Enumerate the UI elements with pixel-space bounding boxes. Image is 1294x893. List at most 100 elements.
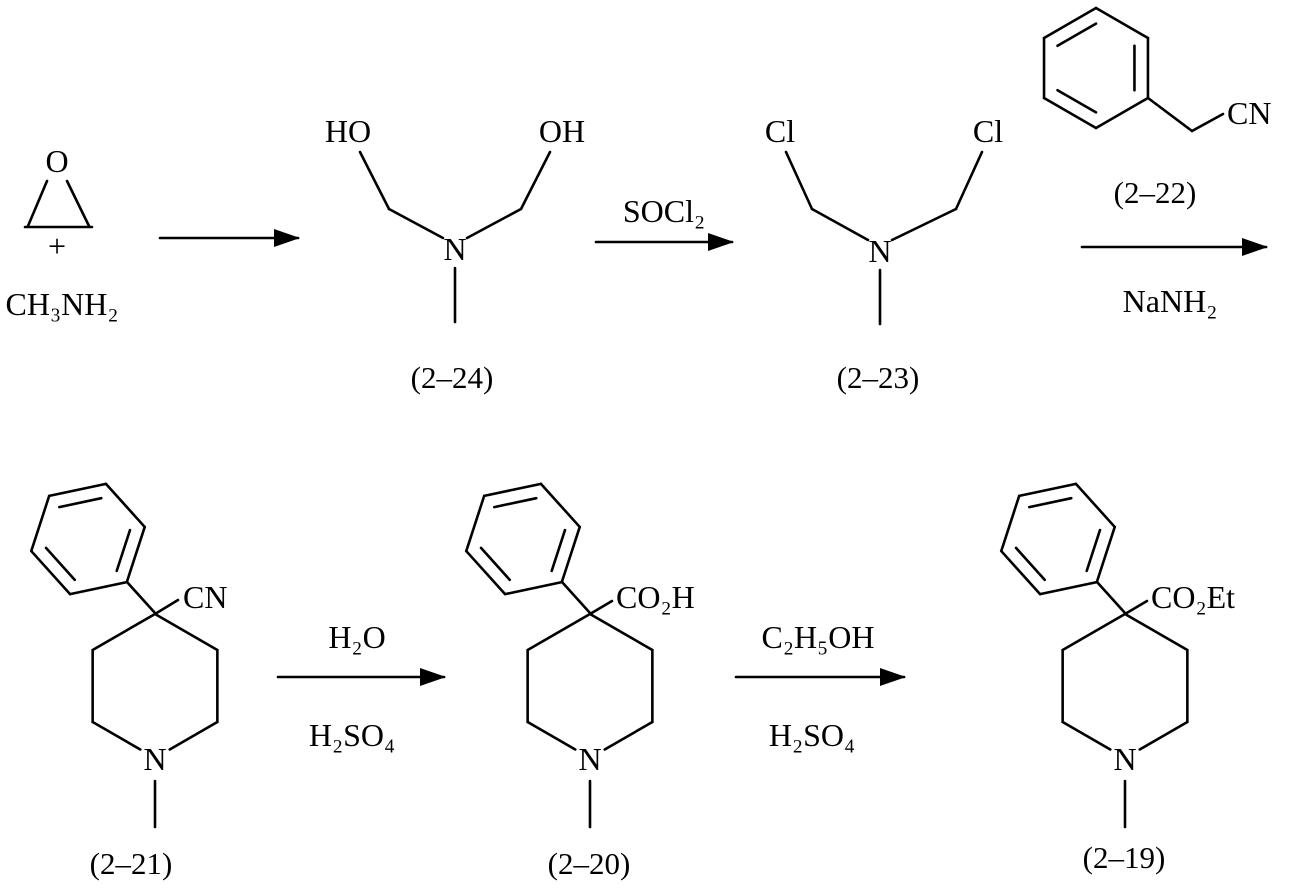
phenyl-ring (999, 482, 1117, 596)
compound-2-23-structure: Cl Cl N (2–23) (765, 113, 1003, 395)
ring-bond (588, 612, 654, 652)
plus-sign: + (48, 228, 66, 264)
ring-bond (1014, 546, 1047, 582)
ring-bond (1095, 525, 1117, 584)
ring-bond (1056, 88, 1098, 114)
nitrile-label: CN (183, 579, 227, 615)
bond (65, 179, 91, 228)
reagent-h2so4: H₂SO₄ (769, 717, 855, 753)
reagent-h2so4: H₂SO₄ (309, 717, 395, 753)
reagent-nanh2: NaNH₂ (1123, 283, 1218, 319)
reaction-arrow-3: NaNH₂ (1080, 238, 1268, 319)
chloro-right-label: Cl (973, 113, 1003, 149)
ester-label: CO₂Et (1151, 579, 1235, 615)
reaction-arrow-2: SOCl₂ (594, 193, 734, 251)
ring-bond (1042, 96, 1098, 130)
ring-bond (550, 528, 567, 573)
ring-bond (57, 496, 103, 509)
piperidine-ring (1061, 612, 1189, 751)
compound-2-20-structure: CO₂H N (2–20) (464, 482, 695, 881)
bond (890, 207, 958, 242)
ring-bond (1094, 96, 1150, 130)
bond (153, 598, 180, 616)
ring-bond (115, 528, 132, 573)
ring-bond (464, 494, 486, 553)
chloro-left-label: Cl (765, 113, 795, 149)
bond (784, 150, 814, 211)
ring-bond (1061, 720, 1112, 751)
bond (1123, 599, 1149, 616)
ring-bond (68, 580, 129, 596)
ring-bond (168, 720, 219, 751)
bond (588, 599, 614, 616)
compound-tag-2-21: (2–21) (90, 846, 173, 881)
ring-bond (1123, 612, 1189, 652)
ring-bond (603, 720, 654, 751)
reaction-arrow-5: C₂H₅OH H₂SO₄ (734, 619, 906, 753)
bond (125, 580, 157, 615)
bond (26, 179, 49, 228)
bond (1190, 112, 1225, 133)
reagent-h2o: H₂O (328, 619, 385, 655)
ring-bond (999, 494, 1021, 553)
bond (810, 207, 870, 242)
ring-bond (47, 482, 108, 498)
bond (358, 150, 391, 211)
piperidine-ring (91, 612, 219, 751)
ring-bond (1038, 580, 1099, 596)
methylamine-formula: CH₃NH₂ (6, 286, 119, 322)
bond (387, 207, 445, 240)
ring-bond (539, 482, 582, 529)
bond (954, 150, 984, 211)
bond (1146, 96, 1194, 133)
reaction-arrow-4: H₂O H₂SO₄ (276, 619, 446, 753)
compound-tag-2-19: (2–19) (1083, 840, 1166, 875)
ring-bond (1085, 528, 1102, 573)
ring-bond (464, 549, 507, 596)
ring-bond (999, 549, 1042, 596)
reagent-ethanol: C₂H₅OH (762, 619, 875, 655)
compound-tag-2-22: (2–22) (1114, 175, 1197, 210)
compound-tag-2-20: (2–20) (548, 846, 631, 881)
benzene-ring (1042, 6, 1150, 130)
ring-bond (1056, 22, 1098, 48)
ring-bond (91, 720, 142, 751)
ring-bond (125, 525, 147, 584)
phenyl-ring (29, 482, 147, 596)
ring-bond (479, 546, 512, 582)
ring-bond (44, 546, 77, 582)
nitrile-label: CN (1227, 95, 1271, 131)
compound-2-22-structure: CN (2–22) (1042, 6, 1271, 210)
compound-tag-2-24: (2–24) (411, 360, 494, 395)
ring-bond (91, 612, 157, 652)
ring-bond (153, 612, 219, 652)
ring-bond (29, 549, 72, 596)
bond (1095, 580, 1127, 615)
ring-bond (1094, 6, 1150, 40)
compound-2-21-structure: CN N (2–21) (29, 482, 227, 881)
ring-bond (1138, 720, 1189, 751)
hydroxyl-right-label: OH (539, 113, 585, 149)
ring-bond (1042, 6, 1098, 40)
ring-bond (1074, 482, 1117, 529)
hydroxyl-left-label: HO (325, 113, 371, 149)
compound-2-24-structure: HO OH N (2–24) (325, 113, 585, 395)
ring-bond (482, 482, 543, 498)
phenyl-ring (464, 482, 582, 596)
ring-bond (1027, 496, 1073, 509)
amine-nitrogen-label: N (868, 233, 891, 269)
ring-bond (492, 496, 538, 509)
ethylene-oxide-structure: O (23, 143, 94, 229)
bond (519, 150, 552, 211)
bond (465, 207, 523, 240)
ring-bond (560, 525, 582, 584)
ring-nitrogen-label: N (1113, 741, 1136, 777)
ring-nitrogen-label: N (143, 741, 166, 777)
compound-2-19-structure: CO₂Et N (2–19) (999, 482, 1235, 875)
piperidine-ring (526, 612, 654, 751)
ring-bond (526, 612, 592, 652)
ring-bond (104, 482, 147, 529)
epoxide-oxygen-label: O (45, 143, 68, 179)
